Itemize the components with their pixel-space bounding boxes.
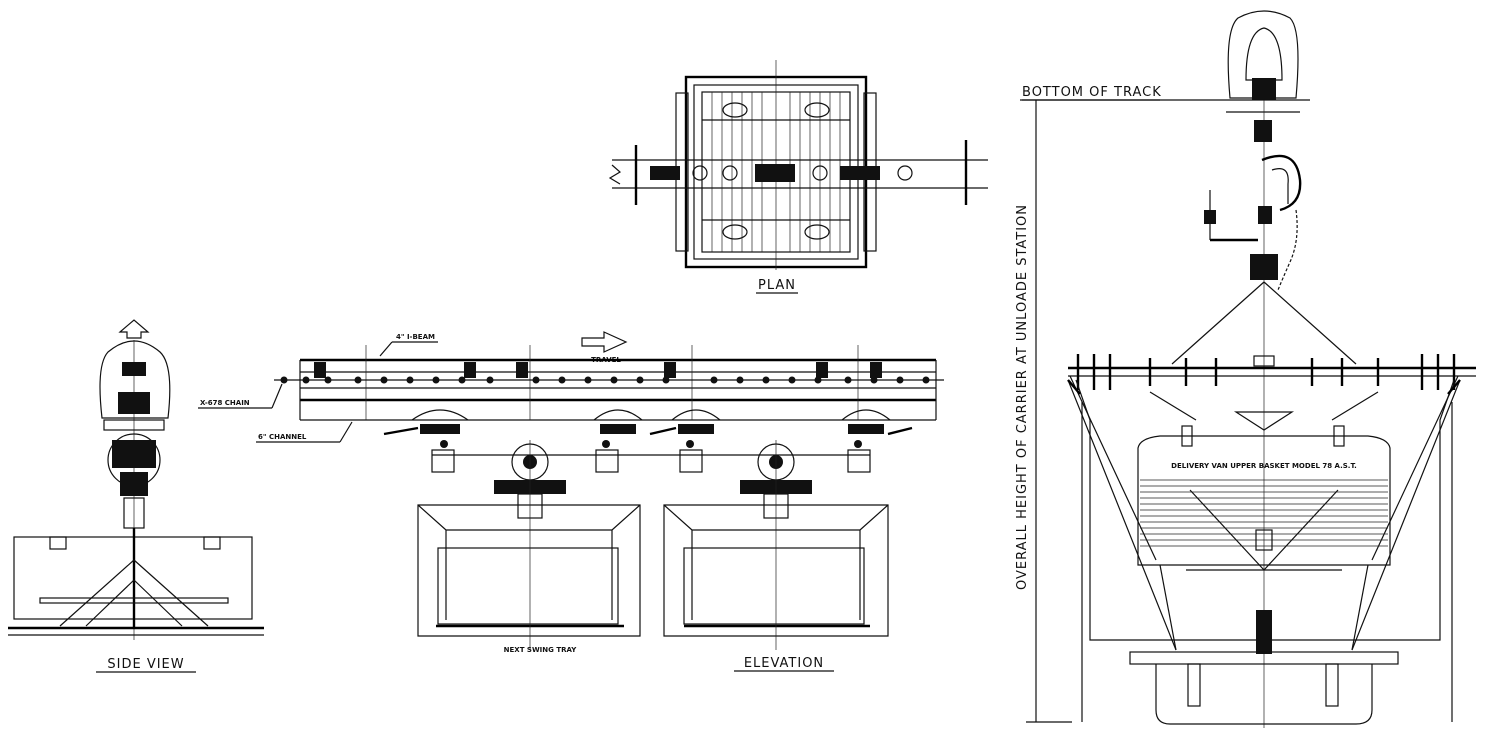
tray-1: [417, 504, 641, 637]
overall-height-label: OVERALL HEIGHT OF CARRIER AT UNLOADE STA…: [1015, 204, 1030, 590]
carrier-detail-view: BOTTOM OF TRACK OVERALL HEIGHT OF CARRIE…: [1015, 10, 1476, 728]
travel-arrow-icon: [581, 331, 628, 353]
side-view: SIDE VIEW: [8, 319, 264, 673]
up-arrow-icon: [118, 319, 150, 339]
elevation-view: TRAVEL 4": [198, 331, 944, 672]
tray-note-label: DELIVERY VAN UPPER BASKET MODEL 78 A.S.T…: [1171, 462, 1357, 470]
channel-label: 6" CHANNEL: [258, 433, 307, 441]
plan-view: PLAN: [608, 60, 988, 294]
elevation-label: ELEVATION: [744, 656, 824, 671]
i-beam-label: 4" I-BEAM: [396, 333, 435, 341]
side-view-label: SIDE VIEW: [107, 657, 184, 672]
next-tray-label: NEXT SWING TRAY: [504, 646, 578, 654]
chain-label: X-678 CHAIN: [200, 399, 250, 407]
plan-label: PLAN: [758, 278, 796, 293]
bottom-of-track-label: BOTTOM OF TRACK: [1022, 85, 1162, 100]
tray-2: [663, 504, 889, 637]
